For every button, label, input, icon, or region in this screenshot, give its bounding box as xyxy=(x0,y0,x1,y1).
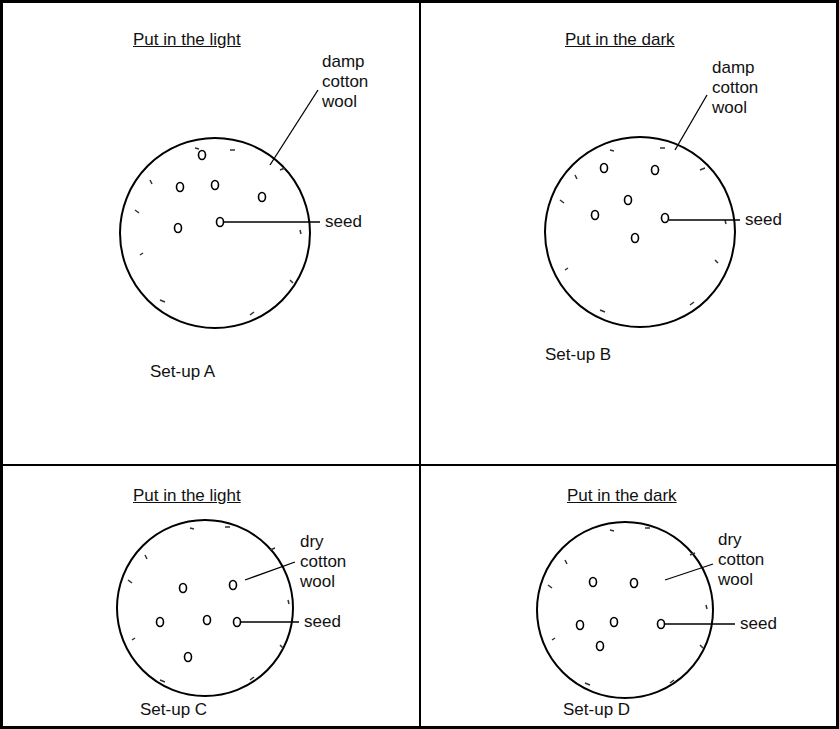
seed-label: seed xyxy=(325,212,362,232)
cotton-wool-label: damp cotton wool xyxy=(322,52,368,112)
cotton-speckles xyxy=(128,148,726,685)
setup-panel: Put in the lightSet-up C xyxy=(0,464,421,729)
dish-circle xyxy=(120,138,310,328)
setup-name: Set-up A xyxy=(150,362,215,382)
cotton-wool-label: damp cotton wool xyxy=(712,58,758,118)
setup-panel: Put in the darkSet-up D xyxy=(419,464,839,729)
setup-name: Set-up B xyxy=(545,345,611,365)
seed-label: seed xyxy=(740,614,777,634)
setup-name: Set-up C xyxy=(140,700,207,720)
condition-heading: Put in the light xyxy=(133,30,241,50)
condition-heading: Put in the dark xyxy=(565,30,675,50)
cotton-wool-label: dry cotton wool xyxy=(718,530,764,590)
leader-lines xyxy=(224,90,740,624)
setup-panel: Put in the darkSet-up B xyxy=(419,0,839,466)
condition-heading: Put in the light xyxy=(133,486,241,506)
condition-heading: Put in the dark xyxy=(567,486,677,506)
dish-circle xyxy=(537,522,713,698)
dish-circle xyxy=(545,137,735,327)
dish-circle xyxy=(117,520,293,696)
seed-label: seed xyxy=(304,612,341,632)
setup-name: Set-up D xyxy=(563,700,630,720)
seed-label: seed xyxy=(745,210,782,230)
cotton-wool-label: dry cotton wool xyxy=(300,532,346,592)
seeds xyxy=(157,151,669,662)
dishes xyxy=(117,137,735,698)
